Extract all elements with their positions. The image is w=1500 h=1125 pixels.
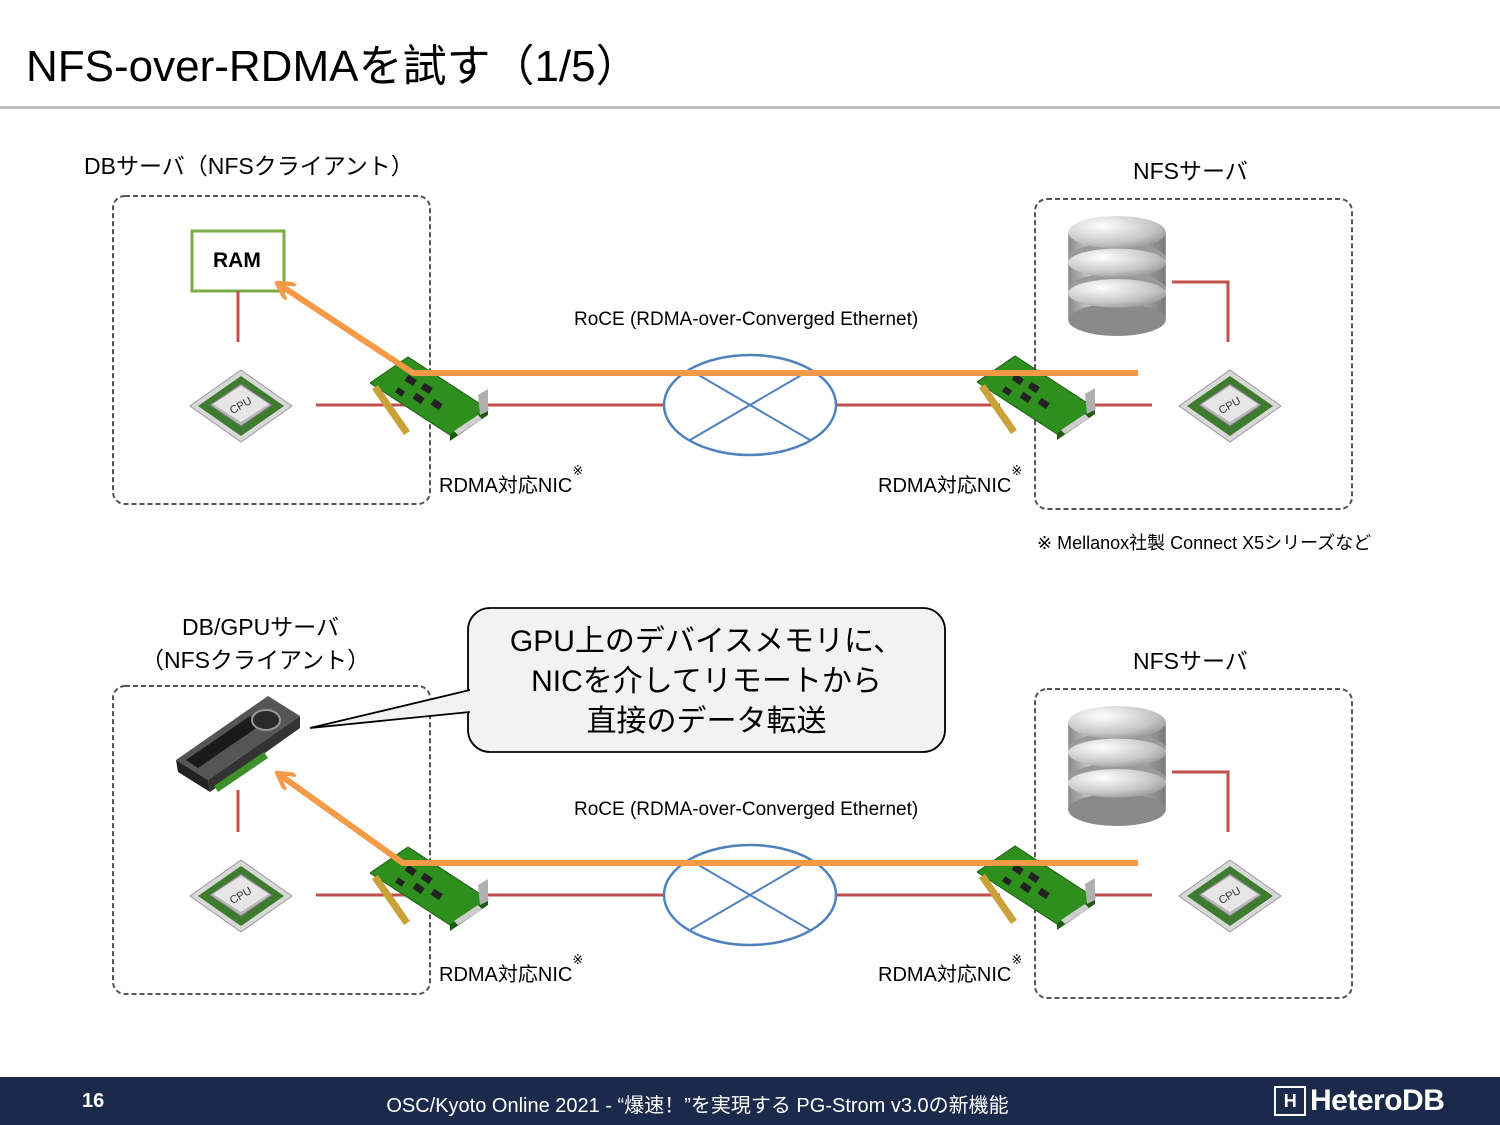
rdma-transfer-arrow-bottom xyxy=(280,775,1138,866)
footer-text: OSC/Kyoto Online 2021 - “爆速！”を実現する PG-St… xyxy=(386,1095,1009,1117)
ram-box xyxy=(190,229,286,293)
page-title: NFS-over-RDMAを試す（1/5） xyxy=(26,42,640,91)
network-label-bottom: RoCE (RDMA-over-Converged Ethernet) xyxy=(574,799,919,820)
gpu-server-label: DB/GPUサーバ xyxy=(182,614,339,640)
callout-line: NICを介してリモートから xyxy=(531,665,882,698)
network-switch xyxy=(662,353,838,457)
top-section xyxy=(112,195,1353,510)
client-server-box-bottom xyxy=(112,685,431,995)
client-server-box xyxy=(112,195,431,505)
server-cpu-icon-bottom xyxy=(1178,859,1282,933)
storage-database-icon-bottom xyxy=(1068,706,1166,826)
footnote: ※ Mellanox社製 Connect X5シリーズなど xyxy=(1037,533,1372,553)
rdma-transfer-arrow xyxy=(280,285,1138,376)
client-cpu-icon-bottom xyxy=(189,859,293,933)
server-nic-label-bottom: RDMA対応NIC※ xyxy=(878,952,1023,986)
callout-line: GPU上のデバイスメモリに、 xyxy=(509,625,904,658)
bottom-section xyxy=(112,607,1353,999)
client-nic-label-bottom: RDMA対応NIC※ xyxy=(439,952,584,986)
network-switch-bottom xyxy=(662,843,838,947)
footer-bar: 16 OSC/Kyoto Online 2021 - “爆速！”を実現する PG… xyxy=(0,1077,1500,1125)
storage-database-icon xyxy=(1068,216,1166,336)
nfs-server-label: NFSサーバ xyxy=(1133,158,1248,184)
gpu-card-icon xyxy=(176,696,300,792)
logo-mark-icon: H xyxy=(1274,1086,1306,1116)
client-server-label: DBサーバ（NFSクライアント） xyxy=(84,153,414,179)
server-cpu-icon xyxy=(1178,369,1282,443)
storage-cpu-link xyxy=(1172,280,1230,342)
callout-text: GPU上のデバイスメモリに、 NICを介してリモートから 直接のデータ転送 xyxy=(468,608,945,752)
callout-line: 直接のデータ転送 xyxy=(586,705,827,738)
nfs-server-box xyxy=(1034,198,1353,510)
server-nic-label: RDMA対応NIC※ xyxy=(878,463,1023,497)
client-cpu-icon xyxy=(189,369,293,443)
page-number: 16 xyxy=(82,1090,105,1112)
ram-label: RAM xyxy=(213,249,261,272)
client-nic-label: RDMA対応NIC※ xyxy=(439,463,584,497)
nfs-server-label-bottom: NFSサーバ xyxy=(1133,648,1248,674)
callout-bubble xyxy=(309,607,946,753)
nfs-server-box-bottom xyxy=(1034,688,1353,999)
gpu-server-label-sub: （NFSクライアント） xyxy=(141,647,371,673)
network-label: RoCE (RDMA-over-Converged Ethernet) xyxy=(574,309,919,330)
storage-cpu-link-bottom xyxy=(1172,770,1230,832)
title-divider xyxy=(0,106,1500,109)
